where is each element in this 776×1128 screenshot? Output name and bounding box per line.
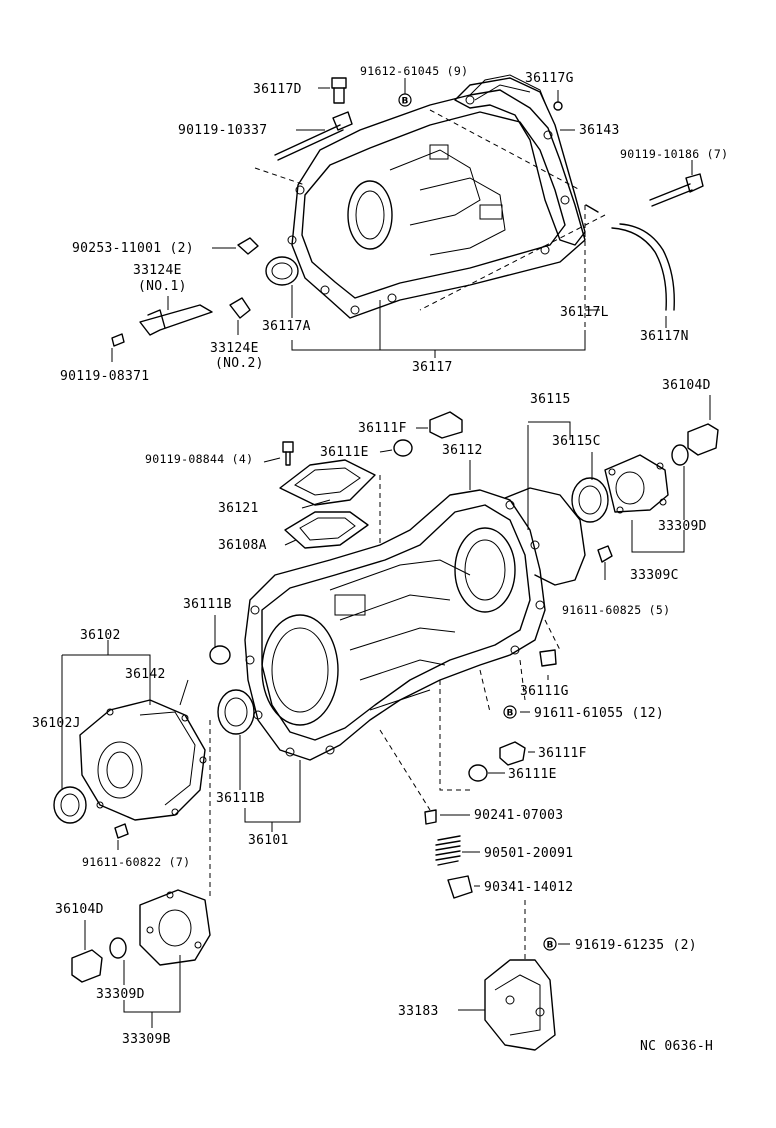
pin-36117L <box>585 204 599 213</box>
plug-36117D <box>331 77 347 104</box>
label-36111G: 36111G <box>520 684 569 699</box>
cover-36121 <box>279 459 376 506</box>
bolt-90119-08844 <box>282 441 294 453</box>
label-36111F-mid: 36111F <box>538 746 587 761</box>
label-90119-10186: 90119-10186 (7) <box>620 147 728 161</box>
seal-36102J <box>53 786 87 824</box>
bracket-33183 <box>484 959 556 1051</box>
spring-90501-20091 <box>435 835 461 866</box>
label-33309D-bot: 33309D <box>96 987 145 1002</box>
label-33124E-1: 33124E <box>133 263 182 278</box>
top-leader-lines <box>111 78 693 362</box>
label-36142: 36142 <box>125 667 166 682</box>
bolt-90119-08371 <box>111 333 125 347</box>
ball-90241-07003 <box>424 809 437 825</box>
label-36117D: 36117D <box>253 82 302 97</box>
label-91611-60822: 91611-60822 (7) <box>82 855 190 869</box>
washer-33309D-bot <box>109 937 127 959</box>
ball-36117G <box>553 101 563 111</box>
label-36117L: 36117L <box>560 305 609 320</box>
diagram-code: NC 0636-H <box>640 1039 713 1054</box>
pin-36111G <box>539 649 557 667</box>
bracket-33124E-no1 <box>139 304 213 336</box>
label-36117A: 36117A <box>262 319 311 334</box>
label-36102J: 36102J <box>32 716 81 731</box>
label-33124E-2: 33124E <box>210 341 259 356</box>
bolt-91611-60825 <box>597 545 613 563</box>
gasket-36108A <box>284 511 369 549</box>
label-36115: 36115 <box>530 392 571 407</box>
label-36108A: 36108A <box>218 538 267 553</box>
label-36111F-top: 36111F <box>358 421 407 436</box>
plug-36111F-mid <box>499 741 526 766</box>
label-36111B-mid: 36111B <box>216 791 265 806</box>
label-36111E-top: 36111E <box>320 445 369 460</box>
plug-36104D-top <box>687 423 719 456</box>
seal-36117A <box>265 256 299 286</box>
transfer-case-36101 <box>244 489 546 761</box>
washer-33309D-top <box>671 444 689 466</box>
label-90119-08371: 90119-08371 <box>60 369 149 384</box>
svg-text:B: B <box>547 941 554 951</box>
plug-36104D-bot <box>71 949 103 983</box>
label-33309C: 33309C <box>630 568 679 583</box>
label-33183: 33183 <box>398 1004 439 1019</box>
label-90341-14012: 90341-14012 <box>484 880 573 895</box>
gasket-36112 <box>504 487 586 586</box>
label-36111B-top: 36111B <box>183 597 232 612</box>
label-36104D-bot: 36104D <box>55 902 104 917</box>
plug-90253-11001 <box>237 237 259 255</box>
label-91612-61045: 91612-61045 (9) <box>360 64 468 78</box>
label-36112: 36112 <box>442 443 483 458</box>
ring-36111E-mid <box>468 764 488 782</box>
plug-36111F-top <box>429 411 463 439</box>
label-no1: (NO.1) <box>138 279 187 294</box>
label-90241-07003: 90241-07003 <box>474 808 563 823</box>
label-90119-10337: 90119-10337 <box>178 123 267 138</box>
bracket-33124E-no2 <box>229 297 251 319</box>
bolt-90119-10186 <box>649 173 704 207</box>
label-36117G: 36117G <box>525 71 574 86</box>
plug-90341-14012 <box>447 875 473 899</box>
lower-leader-lines <box>61 395 711 1028</box>
label-36143: 36143 <box>579 123 620 138</box>
dashed-guides <box>209 475 561 960</box>
extension-housing-36117 <box>254 74 606 330</box>
label-91611-60825: 91611-60825 (5) <box>562 603 670 617</box>
label-33309B: 33309B <box>122 1032 171 1047</box>
svg-text:B: B <box>507 709 514 719</box>
flange-36115 <box>571 454 669 523</box>
label-36104D-top: 36104D <box>662 378 711 393</box>
label-36115C: 36115C <box>552 434 601 449</box>
gasket-36143 <box>454 77 586 246</box>
label-36117N: 36117N <box>640 329 689 344</box>
svg-text:B: B <box>402 97 409 107</box>
label-90501-20091: 90501-20091 <box>484 846 573 861</box>
label-33309D-top: 33309D <box>658 519 707 534</box>
label-36121: 36121 <box>218 501 259 516</box>
bolt-marker-icon: B <box>398 93 412 107</box>
label-36117: 36117 <box>412 360 453 375</box>
part-labels: 36117D 91612-61045 (9) 36117G 90119-1033… <box>32 64 728 1054</box>
rear-cover-36102 <box>79 699 207 821</box>
label-no2: (NO.2) <box>215 356 264 371</box>
label-36102: 36102 <box>80 628 121 643</box>
bolt-91611-60822 <box>114 823 129 839</box>
label-91611-61055: 91611-61055 (12) <box>534 706 664 721</box>
bolt-marker-icon: B <box>543 937 557 951</box>
label-91619-61235: 91619-61235 (2) <box>575 938 697 953</box>
flange-33309B <box>139 889 211 966</box>
label-90253-11001: 90253-11001 (2) <box>72 241 194 256</box>
ring-36111E-top <box>393 439 413 457</box>
tube-36117N <box>611 227 667 311</box>
seal-36111B-top <box>209 645 231 665</box>
label-36101: 36101 <box>248 833 289 848</box>
bolt-90119-10337 <box>274 111 353 161</box>
label-36111E-mid: 36111E <box>508 767 557 782</box>
seal-36111B-mid <box>217 689 255 735</box>
bolt-marker-icon: B <box>503 705 517 719</box>
label-90119-08844: 90119-08844 (4) <box>145 452 253 466</box>
